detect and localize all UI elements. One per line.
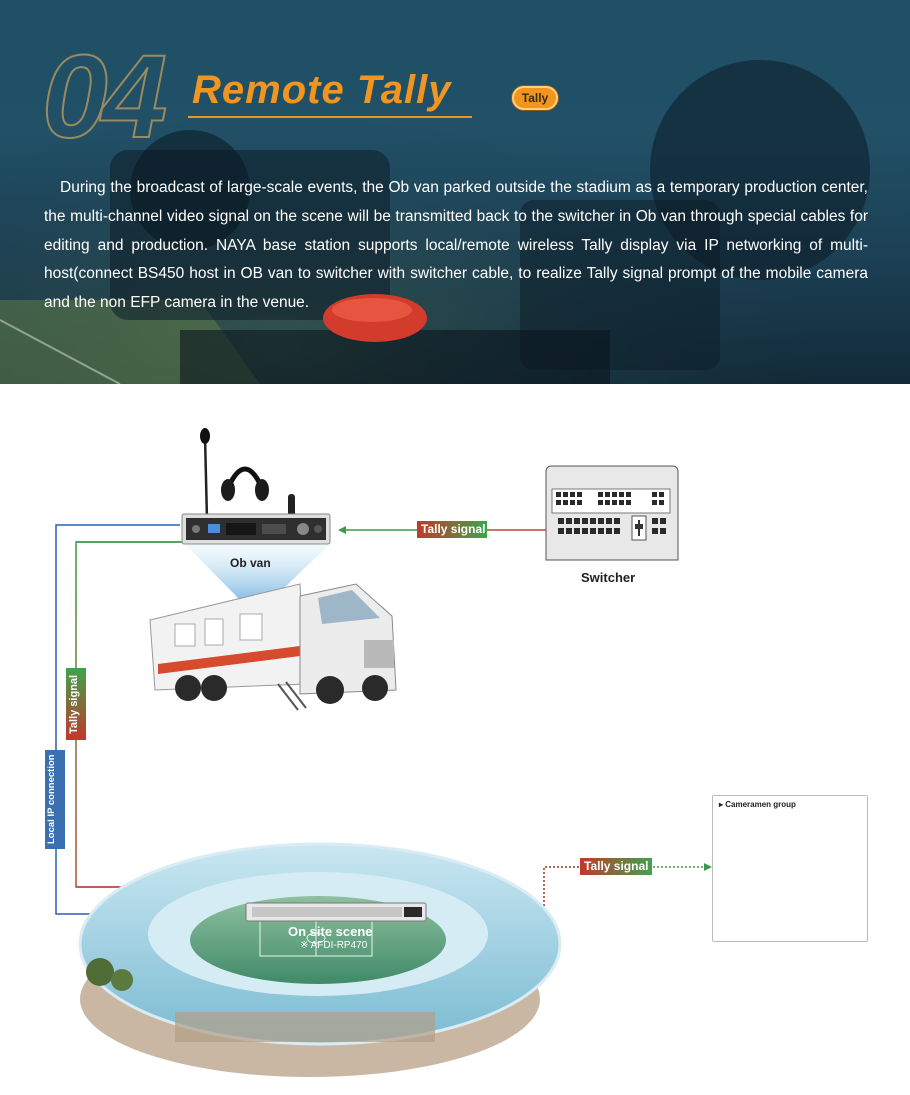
tally-signal-right-tag: Tally signal (584, 859, 649, 873)
tally-tag-vertical-bg (66, 668, 86, 740)
onsite-scene-label: On site scene (288, 924, 373, 939)
stadium-image (78, 842, 562, 1077)
diagram-graphics (45, 428, 856, 1077)
ob-van-truck (149, 583, 397, 711)
switcher-label: Switcher (581, 570, 636, 585)
ip-tag-bg (45, 750, 65, 849)
ob-van-label: Ob van (230, 556, 271, 570)
tally-badge: Tally (512, 86, 558, 110)
section-title: Remote Tally (192, 68, 452, 112)
base-station-device (181, 428, 331, 545)
section-description: During the broadcast of large-scale even… (44, 179, 868, 312)
switcher-device (545, 465, 679, 561)
hero-background-image (0, 0, 910, 384)
tally-line-left (75, 541, 252, 888)
hero-banner: 04 Remote Tally Tally During the broadca… (0, 0, 910, 384)
tally-tag-right-bg (580, 858, 652, 875)
tally-diagram: Ob van Switcher Tally signal Tally signa… (0, 384, 910, 1095)
title-underline (188, 116, 472, 118)
tally-tag-top-bg (417, 521, 487, 538)
ob-van-projection (185, 544, 330, 606)
onsite-model-label: ※ AFDI-RP470 (300, 940, 368, 951)
tally-signal-vertical-tag: Tally signal (68, 674, 80, 734)
cameramen-group-panel: ▸ Cameramen group (712, 795, 868, 942)
tally-signal-top-tag: Tally signal (421, 522, 486, 536)
local-ip-connection-tag: Local IP connection (46, 754, 57, 845)
section-number: 04 (41, 31, 168, 163)
cameramen-group-title: ▸ Cameramen group (719, 800, 796, 809)
